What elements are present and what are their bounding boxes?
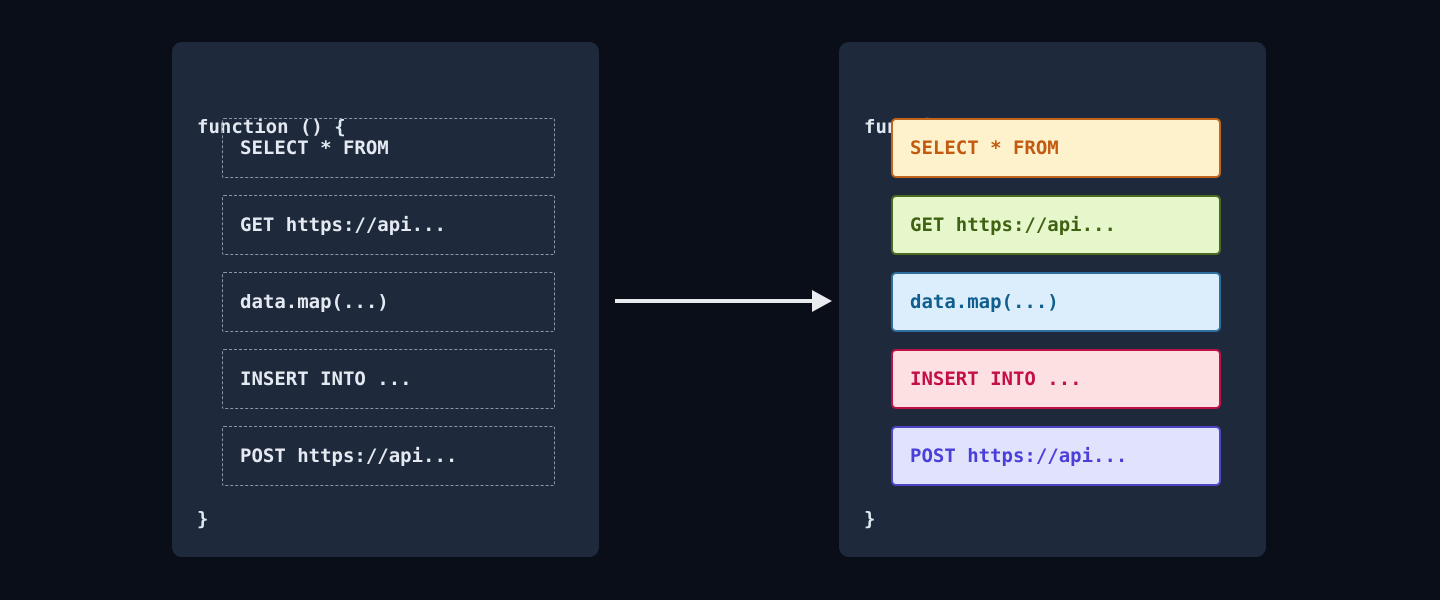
code-block-select: SELECT * FROM [222, 118, 555, 178]
code-block-label: SELECT * FROM [240, 137, 389, 159]
code-block-insert: INSERT INTO ... [222, 349, 555, 409]
function-close-line: } [864, 508, 876, 530]
code-block-map: data.map(...) [222, 272, 555, 332]
code-block-insert-highlighted: INSERT INTO ... [891, 349, 1221, 409]
code-panel-before: function () { SELECT * FROM GET https://… [172, 42, 599, 557]
code-block-label: data.map(...) [910, 291, 1059, 313]
code-block-label: POST https://api... [910, 445, 1128, 467]
function-open-line: function () { [197, 116, 346, 138]
code-block-label: SELECT * FROM [910, 137, 1059, 159]
code-block-label: INSERT INTO ... [240, 368, 412, 390]
code-block-label: GET https://api... [910, 214, 1116, 236]
arrow-right-icon [615, 290, 832, 312]
code-block-label: data.map(...) [240, 291, 389, 313]
function-close-line: } [197, 508, 209, 530]
code-block-post-highlighted: POST https://api... [891, 426, 1221, 486]
code-block-list-after: SELECT * FROM GET https://api... data.ma… [891, 118, 1221, 486]
code-block-select-highlighted: SELECT * FROM [891, 118, 1221, 178]
code-block-post: POST https://api... [222, 426, 555, 486]
code-block-get-highlighted: GET https://api... [891, 195, 1221, 255]
code-block-label: POST https://api... [240, 445, 458, 467]
code-block-label: GET https://api... [240, 214, 446, 236]
code-block-map-highlighted: data.map(...) [891, 272, 1221, 332]
code-block-list-before: SELECT * FROM GET https://api... data.ma… [222, 118, 555, 486]
code-panel-after: function () { SELECT * FROM GET https://… [839, 42, 1266, 557]
code-block-get: GET https://api... [222, 195, 555, 255]
code-block-label: INSERT INTO ... [910, 368, 1082, 390]
